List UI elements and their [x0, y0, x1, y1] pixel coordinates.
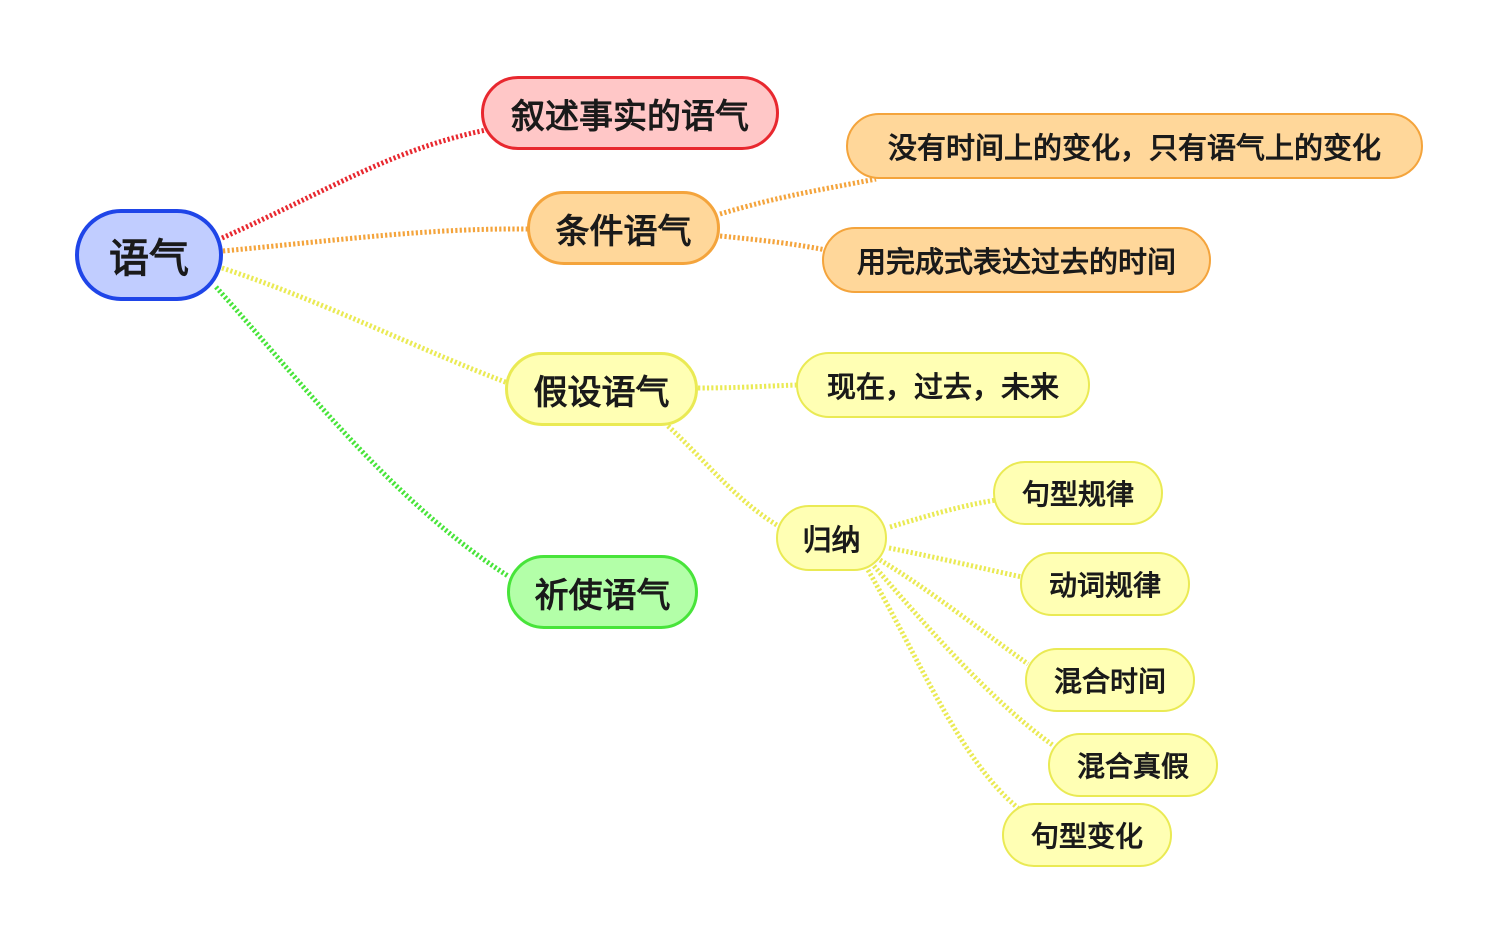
node-label: 祈使语气 [534, 575, 671, 616]
root-node-mood[interactable]: 语气 [75, 209, 223, 301]
node-conditional-perfect-past[interactable]: 用完成式表达过去的时间 [822, 227, 1211, 293]
node-subjunctive-tenses[interactable]: 现在，过去，未来 [796, 352, 1090, 418]
link-summary-child-3 [878, 557, 1030, 667]
link-root-narrative [220, 127, 487, 241]
node-label: 动词规律 [1048, 569, 1161, 602]
node-label: 没有时间上的变化，只有语气上的变化 [887, 131, 1381, 165]
link-summary-child-4 [872, 564, 1056, 749]
link-root-conditional [222, 226, 529, 254]
link-conditional-child-2 [719, 233, 827, 253]
node-sentence-pattern-changes[interactable]: 句型变化 [1002, 803, 1172, 867]
node-mixed-true-false[interactable]: 混合真假 [1048, 733, 1218, 797]
link-summary-child-2 [888, 545, 1023, 580]
link-subjunctive-summary [666, 424, 782, 530]
node-conditional-mood[interactable]: 条件语气 [527, 191, 720, 265]
node-label: 句型规律 [1021, 478, 1134, 511]
link-root-subjunctive [221, 265, 509, 386]
node-subjunctive-mood[interactable]: 假设语气 [505, 352, 698, 426]
node-label: 叙述事实的语气 [511, 96, 749, 137]
node-label: 用完成式表达过去的时间 [856, 245, 1176, 279]
link-subjunctive-tenses [697, 382, 799, 391]
node-mixed-time[interactable]: 混合时间 [1025, 648, 1195, 712]
node-label: 混合时间 [1053, 665, 1166, 698]
node-narrative-mood[interactable]: 叙述事实的语气 [481, 76, 779, 150]
node-label: 句型变化 [1030, 820, 1143, 853]
node-subjunctive-summary[interactable]: 归纳 [776, 505, 887, 571]
node-label: 假设语气 [533, 372, 670, 413]
node-conditional-no-time-change[interactable]: 没有时间上的变化，只有语气上的变化 [846, 113, 1423, 179]
link-summary-child-5 [865, 568, 1020, 810]
root-node-label: 语气 [109, 236, 189, 282]
link-root-imperative [214, 285, 510, 579]
node-sentence-pattern-rules[interactable]: 句型规律 [993, 461, 1163, 525]
node-label: 混合真假 [1076, 750, 1189, 783]
node-label: 现在，过去，未来 [826, 370, 1059, 404]
node-label: 归纳 [802, 523, 861, 557]
node-label: 条件语气 [555, 211, 692, 252]
node-imperative-mood[interactable]: 祈使语气 [507, 555, 698, 629]
link-conditional-child-1 [719, 176, 877, 217]
link-summary-child-1 [889, 497, 997, 530]
node-verb-rules[interactable]: 动词规律 [1020, 552, 1190, 616]
